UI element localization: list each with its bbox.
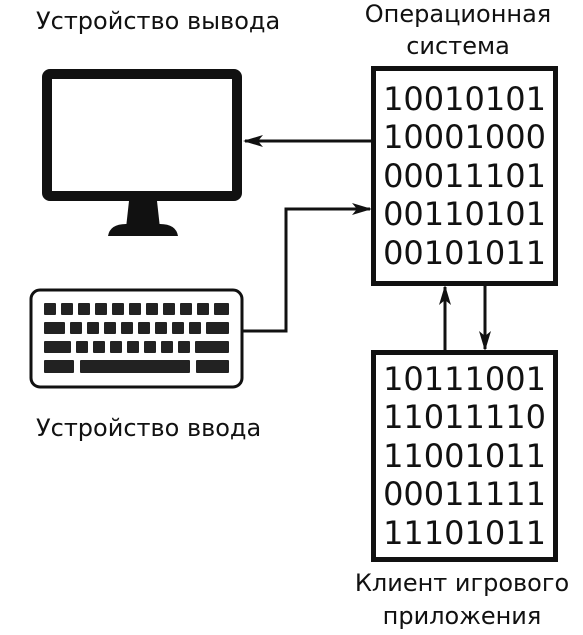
client-binary-row: 11001011 bbox=[383, 436, 546, 475]
os-binary-row: 00011101 bbox=[383, 156, 546, 195]
client-label-line1: Клиент игрового bbox=[354, 569, 570, 597]
os-label-line2: система bbox=[406, 32, 510, 60]
client-memory-box: 10111001 11011110 11001011 00011111 1110… bbox=[371, 350, 558, 562]
output-device-label: Устройство вывода bbox=[36, 7, 281, 35]
client-binary-row: 11101011 bbox=[383, 513, 546, 552]
arrow-keyboard-to-os bbox=[243, 203, 372, 333]
os-binary-row: 10010101 bbox=[383, 79, 546, 118]
keyboard-icon bbox=[29, 288, 244, 389]
client-binary-row: 10111001 bbox=[383, 359, 546, 398]
os-binary-row: 10001000 bbox=[383, 118, 546, 157]
os-binary-row: 00110101 bbox=[383, 195, 546, 234]
client-binary-row: 11011110 bbox=[383, 398, 546, 437]
os-binary-row: 00101011 bbox=[383, 233, 546, 272]
client-label-line2: приложения bbox=[382, 602, 542, 630]
os-label-line1: Операционная bbox=[364, 0, 552, 28]
os-memory-box: 10010101 10001000 00011101 00110101 0010… bbox=[371, 66, 558, 286]
monitor-icon bbox=[42, 69, 242, 236]
client-binary-row: 00011111 bbox=[383, 475, 546, 514]
input-device-label: Устройство ввода bbox=[36, 414, 262, 442]
